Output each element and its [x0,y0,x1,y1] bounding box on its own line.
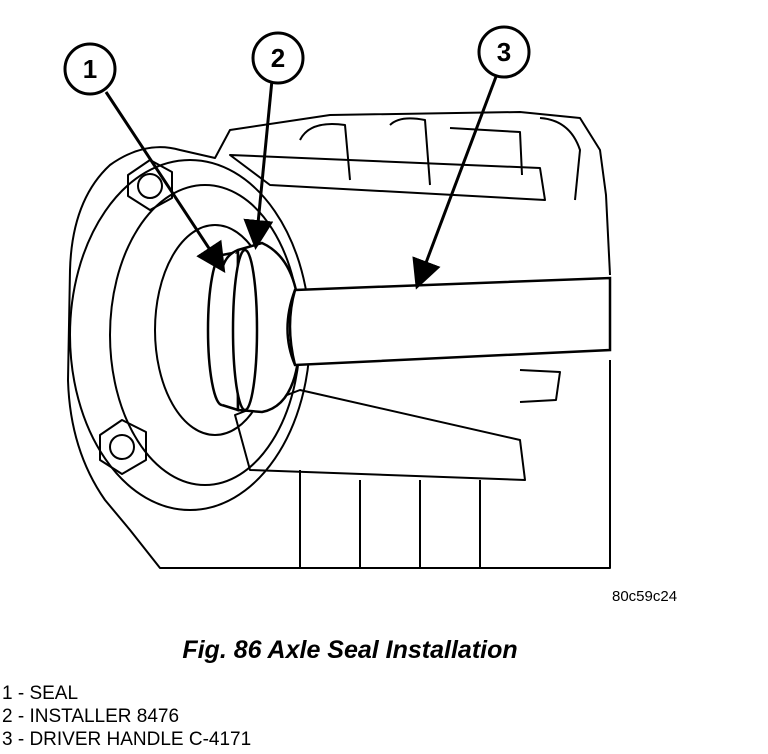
figure-id: 80c59c24 [612,588,678,605]
callout-2: 2 [251,31,305,85]
callout-2-number: 2 [271,43,285,73]
callout-1-number: 1 [83,54,97,84]
figure-caption: Fig. 86 Axle Seal Installation [182,636,518,664]
callout-3: 3 [477,25,531,79]
lower-bolt [99,419,147,475]
axle-seal-installation-diagram: 1 2 3 [63,25,612,569]
legend-item-installer: 2 - INSTALLER 8476 [2,706,180,727]
legend-item-seal: 1 - SEAL [2,683,79,704]
driver-handle-c-4171 [286,276,612,367]
legend-item-driver-handle: 3 - DRIVER HANDLE C-4171 [2,729,252,750]
callout-leaders [104,73,499,290]
callout-1: 1 [63,42,117,96]
callout-3-number: 3 [497,37,511,67]
callout-legend: 1 - SEAL 2 - INSTALLER 8476 3 - DRIVER H… [2,682,251,751]
upper-bolt [127,159,173,211]
